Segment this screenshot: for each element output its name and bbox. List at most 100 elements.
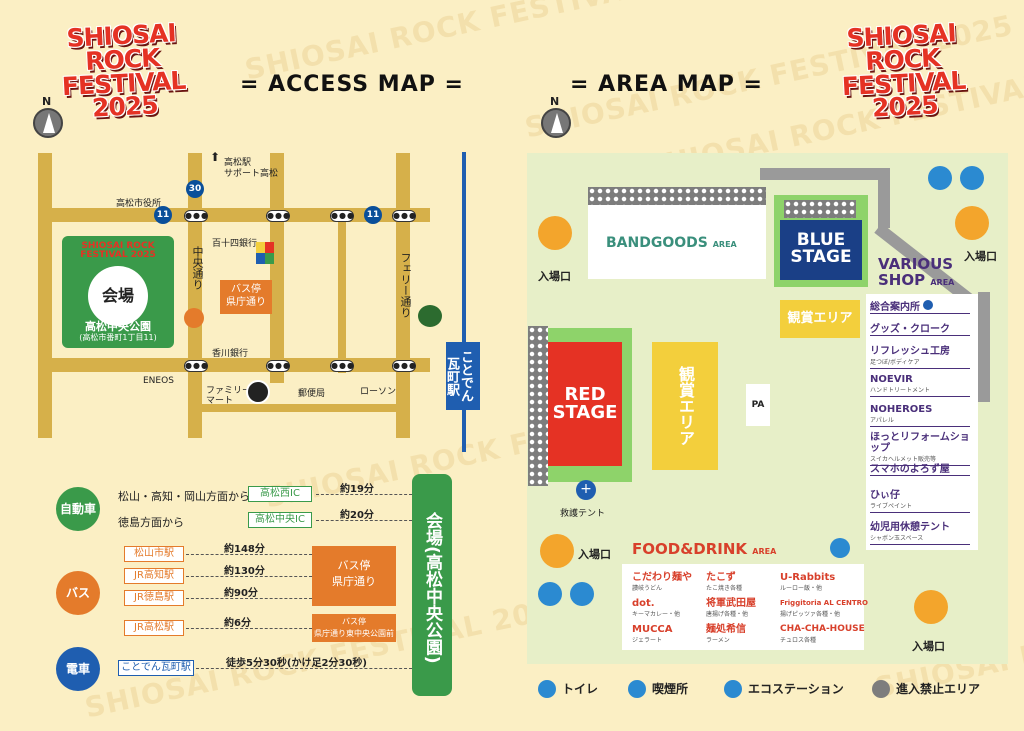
north-label: N	[550, 95, 560, 108]
bus-mode-badge: バス	[56, 571, 100, 615]
traffic-light-icon: ●●●	[330, 360, 355, 372]
food-list-panel	[622, 564, 864, 650]
bus-origin-box: 松山市駅	[124, 546, 184, 562]
red-stage[interactable]: RED STAGE	[548, 342, 622, 466]
smoking-icon	[628, 680, 646, 698]
no-entry-icon	[872, 680, 890, 698]
traffic-light-icon: ●●●	[266, 210, 291, 222]
route-line	[316, 494, 412, 495]
road	[38, 153, 52, 438]
food-drink-label: FOOD&DRINK AREA	[632, 540, 777, 558]
car-time: 約20分	[340, 510, 374, 521]
venue-block[interactable]: SHIOSAI ROCK FESTIVAL 2025 会場 高松中央公園 (高松…	[62, 236, 174, 348]
ferry-dori-label: フェリー通り	[399, 252, 412, 318]
fence	[528, 326, 548, 486]
venue-address: (高松市番町1丁目11)	[79, 333, 157, 342]
entrance-label: 入場口	[578, 548, 611, 561]
road	[188, 404, 410, 412]
traffic-light-icon: ●●●	[184, 360, 209, 372]
road	[270, 153, 284, 383]
food-item[interactable]: dot.キーマカレー・他	[632, 598, 681, 618]
route-11-sign: 11	[154, 206, 172, 224]
bus-time: 約90分	[224, 588, 258, 599]
bandgoods-area[interactable]: BANDGOODS AREA	[588, 205, 766, 279]
toilet-icon	[538, 582, 562, 606]
shop-item[interactable]: ひぃ仔ライブペイント	[870, 490, 970, 513]
venue-label: 会場	[88, 266, 148, 326]
shop-item[interactable]: ほっとリフォームショップスイカヘルメット販売等	[870, 432, 970, 466]
entrance-icon	[540, 534, 574, 568]
eco-station-icon	[724, 680, 742, 698]
bus-icon	[184, 308, 204, 328]
blue-stage[interactable]: BLUE STAGE	[780, 220, 862, 280]
fence	[784, 200, 856, 218]
north-arrow-icon	[541, 108, 571, 138]
bus-origin-box: JR高知駅	[124, 568, 184, 584]
toilet-icon	[538, 680, 556, 698]
food-item[interactable]: たこずたこ焼き各種	[706, 572, 743, 592]
train-origin-box: ことでん瓦町駅	[118, 660, 194, 676]
kawaramachi-station[interactable]: ことでん 瓦町駅	[444, 342, 480, 410]
route-line	[186, 628, 312, 629]
shop-item[interactable]: リフレッシュ工房足つぼ/ボディケア	[870, 346, 970, 369]
venue-park-name: 高松中央公園	[85, 320, 151, 333]
shop-item[interactable]: 幼児用休憩テントシャボン玉スペース	[870, 522, 970, 545]
route-30-sign: 30	[186, 180, 204, 198]
food-item[interactable]: こだわり麺や讃岐うどん	[632, 572, 692, 592]
festival-logo: SHIOSAI ROCK FESTIVAL 2025	[61, 18, 186, 123]
shop-item[interactable]: スマホのよろず屋	[870, 464, 970, 476]
train-mode-badge: 電車	[56, 647, 100, 691]
bus-stop-box: バス停 県庁通り	[312, 546, 396, 606]
traffic-light-icon: ●●●	[266, 360, 291, 372]
bandgoods-label: BANDGOODS AREA	[606, 235, 737, 251]
road	[338, 208, 346, 373]
car-mode-badge: 自動車	[56, 487, 100, 531]
entrance-icon	[955, 206, 989, 240]
bus-origin-box: JR徳島駅	[124, 590, 184, 606]
first-aid-icon: +	[576, 480, 596, 500]
route-11-sign: 11	[364, 206, 382, 224]
post-office-label: 郵便局	[298, 389, 326, 399]
food-item[interactable]: 将軍武田屋唐揚げ各種・他	[706, 598, 756, 618]
legend-eco: エコステーション	[748, 682, 844, 696]
viewing-area[interactable]: 観賞エリア	[780, 300, 860, 338]
city-hall-label: 高松市役所	[116, 199, 162, 209]
route-line	[186, 576, 312, 577]
traffic-light-icon: ●●●	[392, 210, 417, 222]
bus-stop-box: バス停 県庁通り東中央公園前	[312, 614, 396, 642]
landmark-logo-icon	[418, 305, 442, 327]
car-ic-box: 高松西IC	[248, 486, 312, 502]
area-map-title: = AREA MAP =	[570, 72, 763, 97]
shop-item[interactable]: 総合案内所	[870, 300, 970, 314]
legend-toilet: トイレ	[562, 682, 599, 696]
route-line	[316, 520, 412, 521]
eco-station-icon	[830, 538, 850, 558]
entrance-icon	[538, 216, 572, 250]
hyakujushi-bank-label: 百十四銀行	[212, 239, 258, 249]
kagawa-bank-label: 香川銀行	[212, 349, 249, 359]
north-arrow-icon	[33, 108, 63, 138]
various-shop-label: VARIOUS SHOP AREA	[878, 255, 955, 289]
entrance-label: 入場口	[964, 250, 997, 263]
destination-venue: 会場(高松中央公園)	[412, 474, 452, 696]
car-ic-box: 高松中央IC	[248, 512, 312, 528]
toilet-icon	[928, 166, 952, 190]
bus-time: 約148分	[224, 544, 265, 555]
landmark-logo-icon	[256, 242, 274, 264]
route-line	[196, 668, 412, 669]
food-item[interactable]: 麺処希信ラーメン	[706, 624, 746, 644]
north-label: N	[42, 95, 52, 108]
shop-item[interactable]: グッズ・クローク	[870, 324, 970, 336]
viewing-area[interactable]: 観賞エリア	[652, 342, 718, 470]
bus-time: 約130分	[224, 566, 265, 577]
no-entry-path	[760, 168, 890, 180]
shop-list-panel	[866, 294, 978, 550]
car-time: 約19分	[340, 484, 374, 495]
legend-smoking: 喫煙所	[652, 682, 689, 696]
